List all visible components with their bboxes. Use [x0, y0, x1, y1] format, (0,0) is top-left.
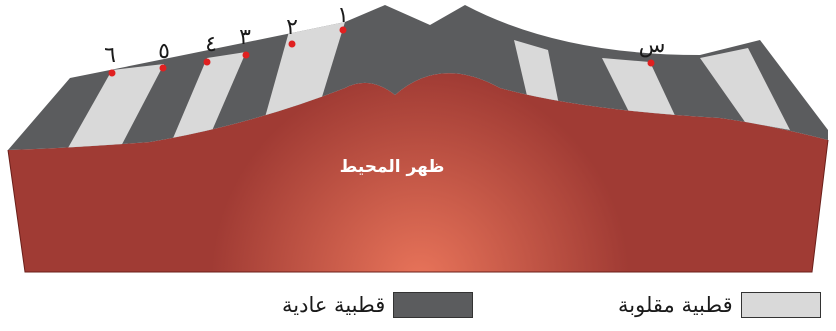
legend-normal: قطبية عادية — [282, 287, 473, 323]
legend-reversed-label: قطبية مقلوبة — [618, 293, 733, 317]
marker-point-2 — [289, 41, 296, 48]
point-label-6: ٦ — [104, 43, 116, 68]
point-label-3: ٣ — [239, 25, 251, 50]
dark-gray-swatch-icon — [393, 292, 473, 318]
point-label-s: س — [639, 33, 666, 58]
legend-normal-label: قطبية عادية — [282, 293, 385, 317]
light-gray-swatch-icon — [741, 292, 821, 318]
marker-point-s — [648, 60, 655, 67]
point-label-2: ٢ — [286, 15, 298, 40]
ridge-label: ظهر المحيط — [340, 157, 445, 177]
point-label-1: ١ — [337, 3, 349, 28]
marker-point-3 — [243, 52, 250, 59]
point-label-4: ٤ — [205, 32, 217, 57]
marker-point-6 — [109, 70, 116, 77]
marker-point-4 — [204, 59, 211, 66]
marker-point-5 — [160, 65, 167, 72]
legend-reversed: قطبية مقلوبة — [618, 287, 821, 323]
point-label-5: ٥ — [158, 39, 170, 64]
